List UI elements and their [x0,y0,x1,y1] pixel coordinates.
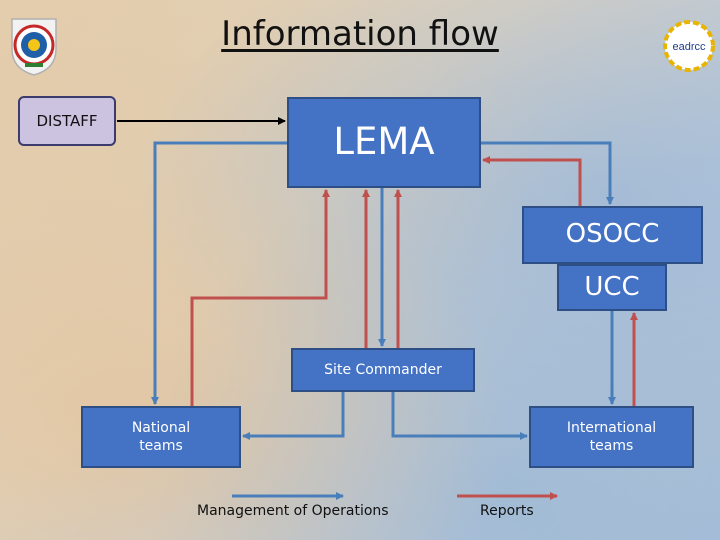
eadrcc-logo: eadrcc [662,16,716,76]
distaff-label: DISTAFF [36,112,98,130]
lema-box: LEMA [287,97,481,188]
international-teams-box: International teams [529,406,694,468]
osocc-box: OSOCC [522,206,703,264]
arrow-national-teams-to-lema-report [190,189,330,406]
arrow-site-commander-to-national-teams [242,392,345,440]
page-title: Information flow [221,14,499,54]
distaff-box: DISTAFF [18,96,116,146]
national-teams-label: National teams [131,419,191,454]
ucc-box: UCC [557,264,667,311]
legend-management-label: Management of Operations [197,503,389,519]
site-commander-label: Site Commander [324,361,442,378]
national-teams-box: National teams [81,406,241,468]
arrow-site-commander-to-international-teams [391,392,528,440]
ucc-label: UCC [584,271,640,302]
arrow-lema-to-national-teams [151,141,287,405]
arrow-lema-to-osocc [481,141,614,205]
legend-reports-label: Reports [480,503,534,519]
osocc-label: OSOCC [565,219,660,250]
international-teams-label: International teams [566,419,657,454]
lema-label: LEMA [333,120,435,164]
eadrcc-logo-text: eadrcc [672,41,706,53]
site-commander-box: Site Commander [291,348,475,392]
arrow-osocc-to-lema-report [482,156,582,206]
emblem-logo [11,18,57,76]
